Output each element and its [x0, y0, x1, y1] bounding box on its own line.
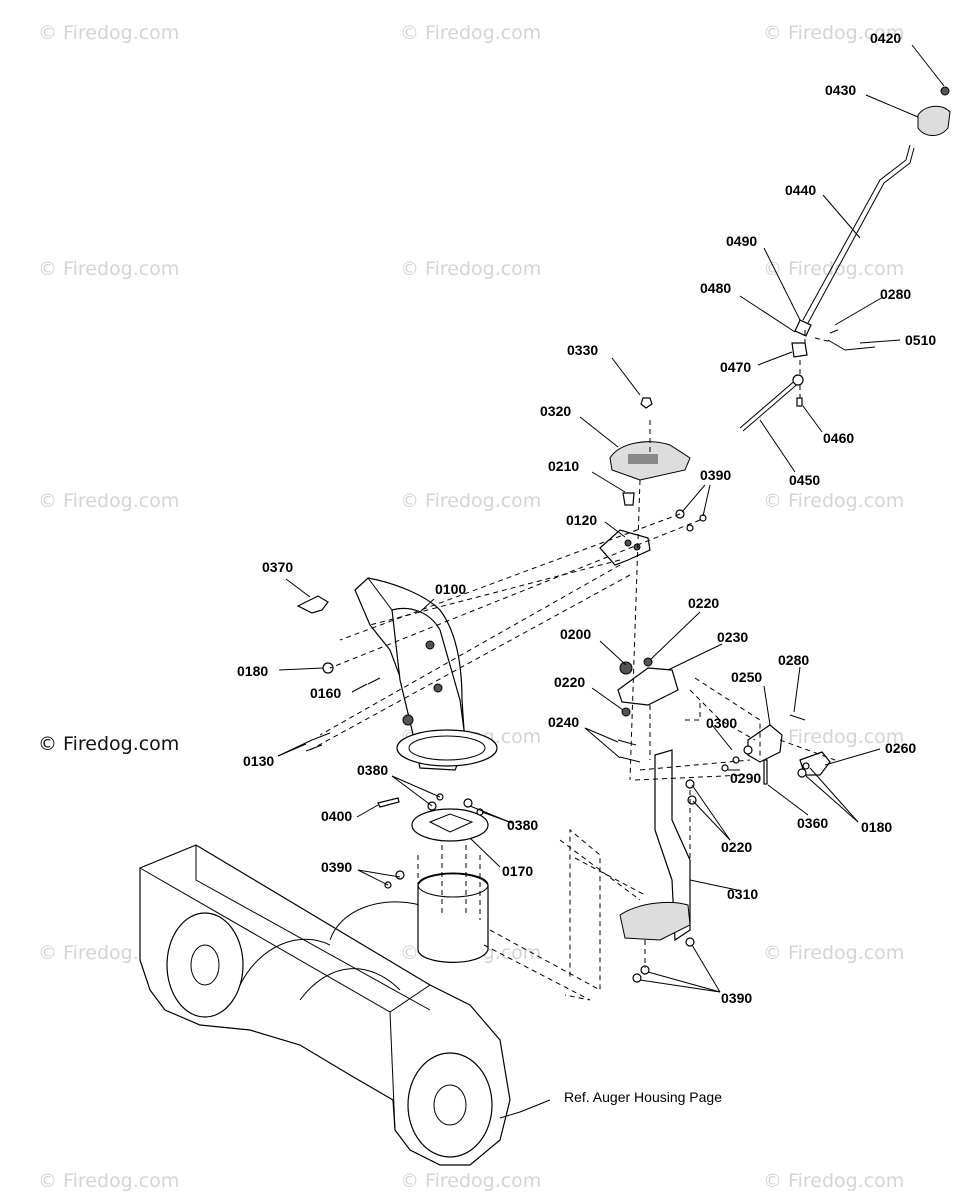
watermark: © Firedog.com — [763, 942, 905, 964]
part-label: 0330 — [567, 342, 599, 358]
part-label: 0100 — [435, 581, 467, 597]
bolt — [311, 732, 331, 741]
part-label: 0510 — [905, 332, 937, 348]
discharge-chute — [354, 577, 498, 771]
part-label: 0430 — [825, 82, 857, 98]
part-label: 0130 — [243, 753, 275, 769]
part-label: 0380 — [507, 817, 539, 833]
leader-lines — [277, 44, 945, 1119]
part-label: 0370 — [262, 559, 294, 575]
support-arm — [619, 749, 691, 942]
reference-note: Ref. Auger Housing Page — [564, 1089, 722, 1105]
part-label: 0460 — [823, 430, 855, 446]
part-label: 0450 — [789, 472, 821, 488]
deflector-knob — [296, 595, 329, 614]
part-label: 0480 — [700, 280, 732, 296]
watermark: © Firedog.com — [400, 1170, 542, 1192]
part-label: 0390 — [700, 467, 732, 483]
part-label: 0200 — [560, 626, 592, 642]
part-label: 0420 — [870, 30, 902, 46]
watermark: © Firedog.com — [38, 490, 180, 512]
part-label: 0170 — [502, 863, 534, 879]
part-label: 0470 — [720, 359, 752, 375]
part-label: 0180 — [237, 663, 269, 679]
nut — [322, 662, 334, 674]
watermark: © Firedog.com — [400, 258, 542, 280]
auger-housing — [139, 844, 511, 1166]
part-label: 0280 — [778, 652, 810, 668]
watermark: © Firedog.com — [763, 726, 905, 748]
part-label: 0300 — [706, 715, 738, 731]
part-label: 0380 — [357, 762, 389, 778]
screw — [622, 492, 635, 506]
part-label: 0220 — [688, 595, 720, 611]
watermark: © Firedog.com — [763, 490, 905, 512]
bolt — [619, 756, 641, 763]
watermark: © Firedog.com — [38, 258, 180, 280]
part-label: 0180 — [861, 819, 893, 835]
assembly-lines — [309, 330, 836, 1001]
watermark: © Firedog.com — [400, 22, 542, 44]
rotation-plate — [411, 808, 489, 842]
part-label: 0400 — [321, 808, 353, 824]
part-label: 0230 — [717, 629, 749, 645]
part-label: 0210 — [548, 458, 580, 474]
control-bracket — [617, 657, 679, 717]
part-label: 0490 — [726, 233, 758, 249]
bolt — [617, 739, 637, 746]
crank-assembly — [739, 86, 951, 432]
chute-base — [417, 872, 489, 963]
gear-bracket — [599, 529, 651, 566]
nut — [640, 397, 653, 409]
watermark: © Firedog.com — [763, 22, 905, 44]
part-label: 0320 — [540, 403, 572, 419]
part-label: 0290 — [730, 770, 762, 786]
watermark: © Firedog.com — [38, 22, 180, 44]
part-label: 0360 — [797, 815, 829, 831]
part-label: 0240 — [548, 714, 580, 730]
bolt — [367, 677, 381, 685]
watermark: © Firedog.com — [763, 258, 905, 280]
part-label: 0310 — [727, 886, 759, 902]
bolt — [377, 797, 400, 808]
part-label: 0160 — [310, 685, 342, 701]
part-label: 0220 — [554, 674, 586, 690]
part-label: 0440 — [785, 182, 817, 198]
pivot-bracket — [721, 724, 831, 785]
watermark: © Firedog.com — [763, 1170, 905, 1192]
part-label: 0390 — [721, 990, 753, 1006]
part-label: 0220 — [721, 839, 753, 855]
part-label: 0390 — [321, 859, 353, 875]
part-label: 0120 — [566, 512, 598, 528]
watermark: © Firedog.com — [38, 1170, 180, 1192]
part-label: 0250 — [731, 669, 763, 685]
control-cover — [609, 441, 691, 481]
watermark-main: © Firedog.com — [38, 733, 180, 755]
part-label: 0280 — [880, 286, 912, 302]
watermark: © Firedog.com — [400, 490, 542, 512]
part-label: 0260 — [885, 740, 917, 756]
